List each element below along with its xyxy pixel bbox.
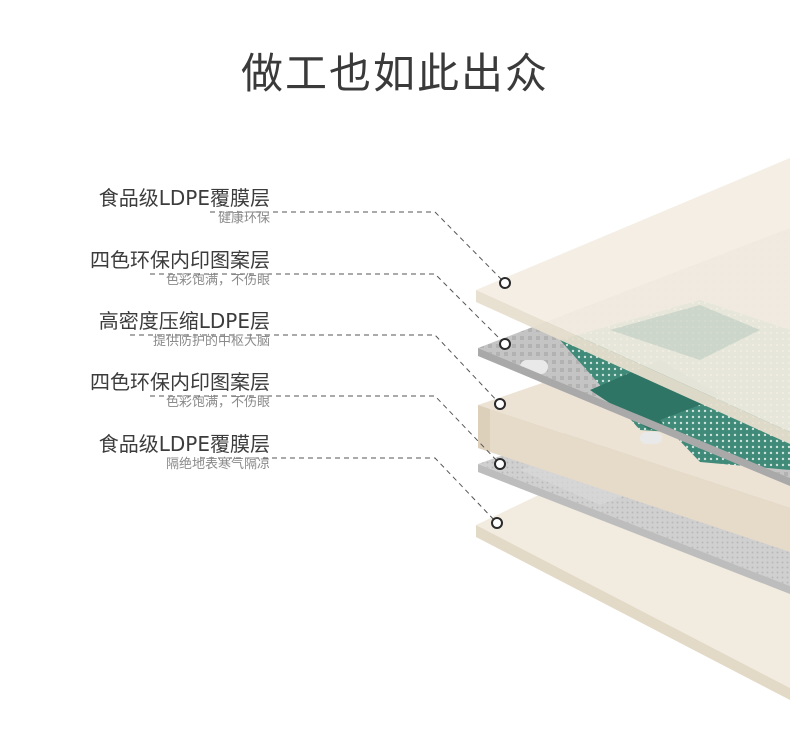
marker-3 xyxy=(494,398,506,410)
layer-name: 四色环保内印图案层 xyxy=(90,248,270,272)
marker-2 xyxy=(499,338,511,350)
layer-label-1: 食品级LDPE覆膜层 健康环保 xyxy=(99,186,270,228)
layer-desc: 提供防护的中枢大脑 xyxy=(152,334,270,349)
marker-4 xyxy=(494,458,506,470)
marker-5 xyxy=(491,517,503,529)
layer-desc: 色彩饱满，不伤眼 xyxy=(165,395,270,410)
leader-lines xyxy=(130,211,506,524)
layer-name: 四色环保内印图案层 xyxy=(90,370,270,394)
leader-line-4 xyxy=(150,395,501,465)
layer-label-2: 四色环保内印图案层 色彩饱满，不伤眼 xyxy=(90,248,270,290)
leader-line-3 xyxy=(130,334,501,405)
leader-line-5 xyxy=(200,457,498,524)
layer-label-4: 四色环保内印图案层 色彩饱满，不伤眼 xyxy=(90,370,270,412)
top-film-layer xyxy=(476,158,790,444)
layer-desc: 健康环保 xyxy=(217,211,270,226)
layer-name: 高密度压缩LDPE层 xyxy=(98,309,270,333)
layer-name: 食品级LDPE覆膜层 xyxy=(98,432,270,456)
page-title: 做工也如此出众 xyxy=(240,49,549,98)
marker-1 xyxy=(499,277,511,289)
leader-line-1 xyxy=(210,211,506,284)
layer-desc: 色彩饱满，不伤眼 xyxy=(165,273,270,288)
layer-name: 食品级LDPE覆膜层 xyxy=(98,186,270,210)
layer-label-5: 食品级LDPE覆膜层 隔绝地表寒气隔凉 xyxy=(99,432,270,474)
layer-desc: 隔绝地表寒气隔凉 xyxy=(165,457,270,472)
callout-markers xyxy=(491,277,511,529)
layer-label-3: 高密度压缩LDPE层 提供防护的中枢大脑 xyxy=(99,309,270,351)
leader-line-2 xyxy=(150,273,506,345)
